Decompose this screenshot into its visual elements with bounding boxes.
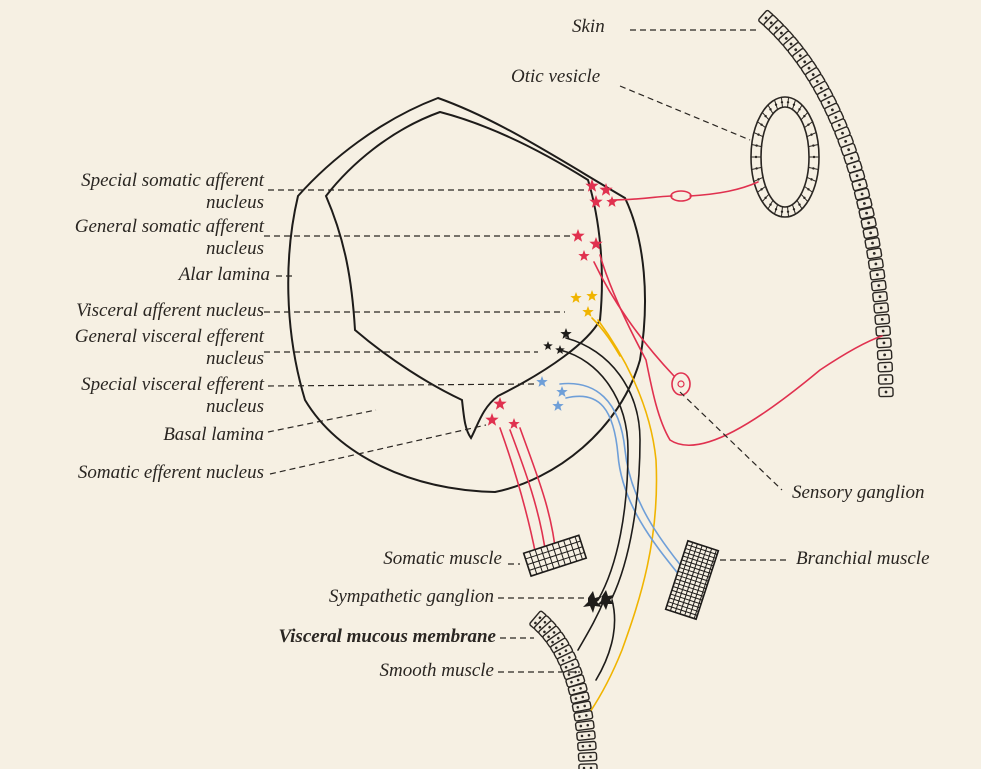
label-general-visceral-efferent-nucleus: nucleus [206, 348, 264, 369]
labels: Skin Otic vesicle Special somatic affere… [75, 16, 930, 681]
label-general-somatic-afferent-nucleus: nucleus [206, 238, 264, 259]
sympathetic-ganglion-cells [583, 590, 614, 613]
label-somatic-muscle: Somatic muscle [383, 548, 502, 569]
label-skin: Skin [572, 16, 605, 37]
label-general-visceral-efferent: General visceral efferent [75, 326, 265, 347]
label-basal-lamina: Basal lamina [163, 424, 264, 445]
label-branchial-muscle: Branchial muscle [796, 548, 930, 569]
label-alar-lamina: Alar lamina [177, 264, 270, 285]
label-visceral-mucous-membrane: Visceral mucous membrane [279, 626, 497, 647]
label-special-somatic-afferent-nucleus: nucleus [206, 192, 264, 213]
label-somatic-efferent-nucleus: Somatic efferent nucleus [78, 462, 264, 483]
label-otic-vesicle: Otic vesicle [511, 66, 600, 87]
label-smooth-muscle: Smooth muscle [379, 660, 494, 681]
branchial-muscle-block [666, 541, 719, 619]
otic-vesicle-ring [751, 97, 819, 217]
label-special-visceral-efferent-nucleus: nucleus [206, 396, 264, 417]
label-special-visceral-efferent: Special visceral efferent [81, 374, 265, 395]
label-visceral-afferent-nucleus: Visceral afferent nucleus [76, 300, 264, 321]
visceral-efferent-fibres [560, 338, 640, 680]
label-sensory-ganglion: Sensory ganglion [792, 482, 924, 503]
label-special-somatic-afferent: Special somatic afferent [81, 170, 265, 191]
label-general-somatic-afferent: General somatic afferent [75, 216, 265, 237]
label-sympathetic-ganglion: Sympathetic ganglion [329, 586, 494, 607]
